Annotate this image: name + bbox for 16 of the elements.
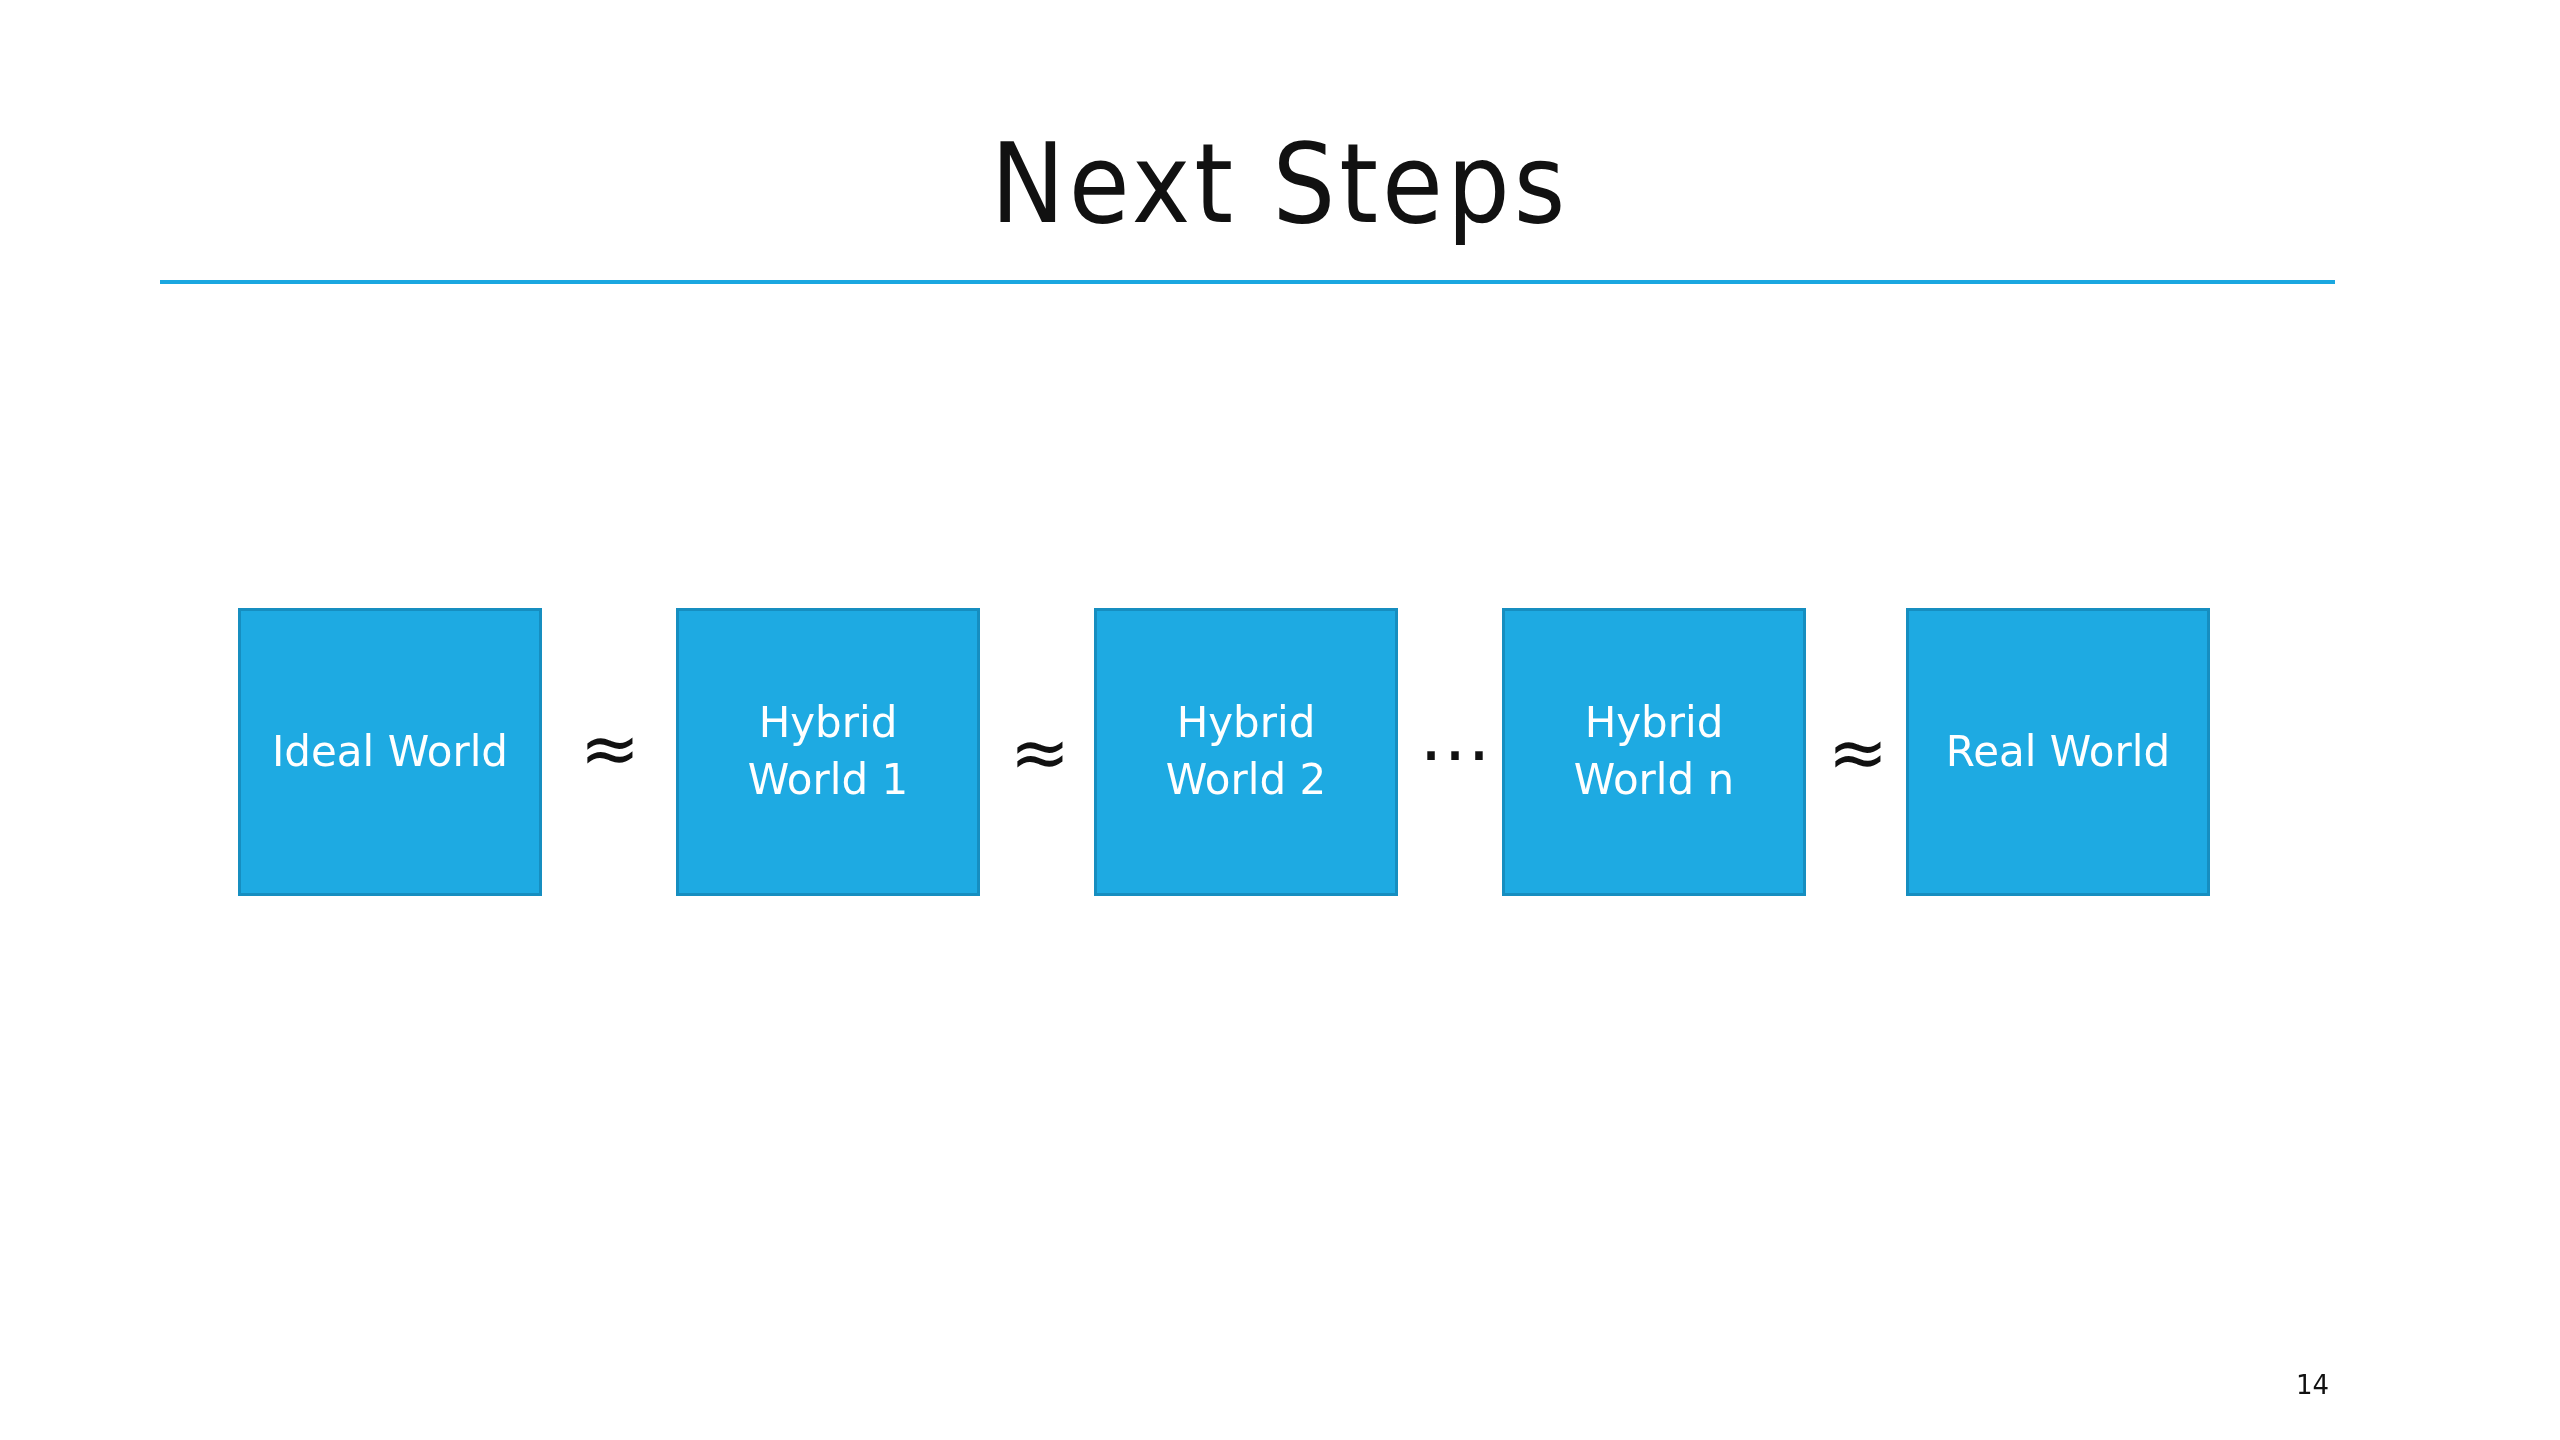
page-number: 14 xyxy=(2296,1370,2330,1400)
approx-symbol: ≈ xyxy=(579,706,641,790)
box-label: Hybrid World 1 xyxy=(746,697,910,806)
process-box xyxy=(1094,608,1398,896)
approx-symbol: ≈ xyxy=(1827,710,1889,794)
approx-symbol: ≈ xyxy=(1009,710,1071,794)
box-label: Hybrid World n xyxy=(1572,697,1736,806)
box-label: Ideal World xyxy=(271,725,509,778)
slide-title: Next Steps xyxy=(990,120,1570,248)
ellipsis: … xyxy=(1419,693,1491,777)
box-label: Hybrid World 2 xyxy=(1164,697,1328,806)
box-label: Real World xyxy=(1944,725,2172,778)
process-box xyxy=(238,608,542,896)
process-box xyxy=(1906,608,2210,896)
process-box xyxy=(1502,608,1806,896)
process-box xyxy=(676,608,980,896)
